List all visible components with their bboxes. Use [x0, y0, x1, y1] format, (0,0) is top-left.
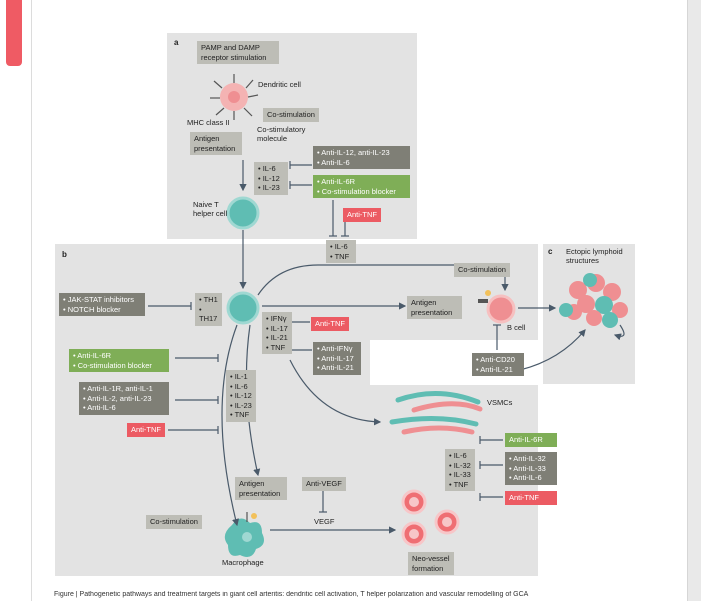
panel-b-lower-background: [55, 340, 370, 576]
pamp-damp-box: PAMP and DAMP receptor stimulation: [197, 41, 279, 64]
anti-il32-box: Anti-IL-32Anti-IL-33Anti-IL-6: [505, 452, 557, 485]
vsmc-icon: [389, 391, 483, 435]
panel-a-letter: a: [174, 38, 179, 47]
costim-molecule-label: Co-stimulatory molecule: [257, 125, 306, 143]
anti-vegf-box: Anti-VEGF: [302, 477, 346, 491]
anti-il6r-box-b: Anti-IL-6RCo-stimulation blocker: [69, 349, 169, 372]
panel-b-background: [55, 244, 538, 340]
il6-tnf-box: IL-6TNF: [326, 240, 356, 263]
neo-vessel-icon: [401, 489, 460, 547]
antigen-marker-icon: [478, 299, 488, 303]
anti-cd20-box: Anti-CD20Anti-IL-21: [472, 353, 524, 376]
anti-il6r-box-vsmc: Anti-IL-6R: [505, 433, 557, 447]
ectopic-lymphoid-cluster-icon: [559, 273, 628, 328]
dendritic-cell-label: Dendritic cell: [258, 80, 301, 89]
costimulation-top-box: Co-stimulation: [454, 263, 510, 277]
anti-ifn-box: Anti-IFNγAnti-IL-17Anti-IL-21: [313, 342, 361, 375]
b-cell-label: B cell: [507, 323, 526, 332]
vsmc-label: VSMCs: [487, 398, 513, 407]
costimulation-macro-box: Co-stimulation: [146, 515, 202, 529]
th-subset-box: TH1TH17: [195, 293, 222, 326]
ectopic-lymphoid-title: Ectopic lymphoid structures: [566, 247, 623, 265]
vsmc-cytokine-box: IL-6IL-32IL-33TNF: [445, 449, 475, 491]
anti-tnf-box-b: Anti-TNF: [311, 317, 349, 331]
anti-tnf-box-a: Anti-TNF: [343, 208, 381, 222]
costimulation-box: Co-stimulation: [263, 108, 319, 122]
anti-il12-box: Anti-IL-12, anti-IL-23Anti-IL-6: [313, 146, 410, 169]
anti-il6r-box-a: Anti-IL-6RCo-stimulation blocker: [313, 175, 410, 198]
antigen-presentation-macro: Antigen presentation: [235, 477, 287, 500]
dendritic-cell-icon: [210, 74, 259, 120]
macrophage-icon: [224, 512, 264, 557]
naive-t-cell-icon: [226, 196, 260, 230]
vertical-scrollbar[interactable]: [687, 0, 701, 601]
page-margin-line: [31, 0, 32, 601]
anti-tnf-box-vsmc: Anti-TNF: [505, 491, 557, 505]
b-cell-icon: [486, 294, 516, 324]
th-cytokine-box: IFNγIL-17IL-21TNF: [262, 312, 292, 354]
cytokine-box-a: IL-6IL-12IL-23: [254, 162, 288, 195]
th-cell-icon: [226, 291, 260, 325]
macrophage-label: Macrophage: [222, 558, 264, 567]
figure-caption: Figure | Pathogenetic pathways and treat…: [54, 591, 529, 598]
jak-stat-box: JAK-STAT inhibitorsNOTCH blocker: [59, 293, 145, 316]
antigen-presentation-b: Antigen presentation: [407, 296, 462, 319]
naive-t-cell-label: Naive T helper cell: [193, 200, 228, 218]
neo-vessel-box: Neo-vessel formation: [408, 552, 454, 575]
antigen-presentation-a: Antigen presentation: [190, 132, 242, 155]
vegf-label: VEGF: [314, 517, 335, 526]
panel-b-letter: b: [62, 250, 67, 259]
mhc-class-label: MHC class II: [187, 118, 230, 127]
macro-cytokine-box: IL-1IL-6IL-12IL-23TNF: [226, 370, 256, 422]
panel-c-letter: c: [548, 247, 553, 256]
anti-tnf-box-b2: Anti-TNF: [127, 423, 165, 437]
sidebar-tab[interactable]: [6, 0, 22, 66]
